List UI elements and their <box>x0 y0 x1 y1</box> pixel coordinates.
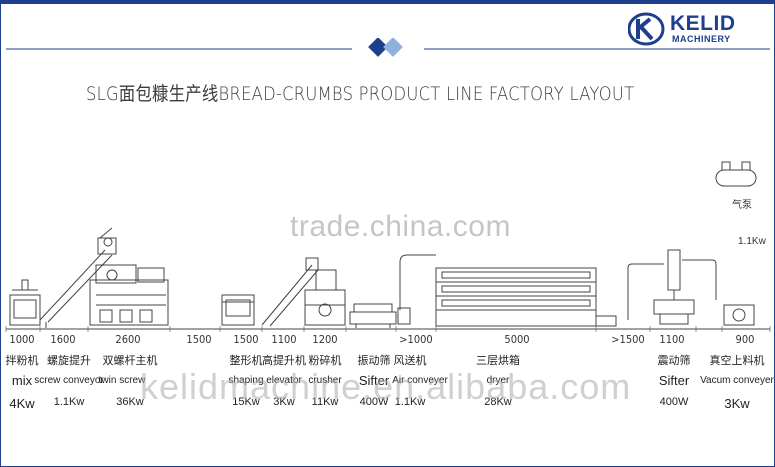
header-divider <box>6 38 770 57</box>
machine-power-label: 4Kw <box>9 396 35 411</box>
machine-cn-label: 整形机 <box>229 355 263 367</box>
vibrating-sifter-drawing <box>653 249 695 325</box>
machine-power-label: 1.1Kw <box>394 396 426 408</box>
machine-en-label: crusher <box>308 375 342 386</box>
machine-power-label: 15Kw <box>232 396 260 408</box>
air-conveyer-drawing <box>397 254 436 325</box>
elevator-drawing <box>261 257 319 327</box>
machine-cn-label: 振动筛 <box>357 355 391 367</box>
brand-k-icon <box>628 12 665 46</box>
machine-en-label: Sifter <box>658 373 690 388</box>
dimension-label: >1000 <box>399 333 433 346</box>
machine-cn-label: 双螺杆主机 <box>102 355 158 367</box>
machine-power-label: 3Kw <box>273 396 295 408</box>
machine-power-label: 3Kw <box>724 396 750 411</box>
dimension-label: 1600 <box>50 333 76 346</box>
vacuum-conveyer-drawing <box>723 304 755 326</box>
machine-en-label: dryer <box>486 375 510 386</box>
machine-power-label: 1.1Kw <box>53 396 85 408</box>
machine-cn-label: 震动筛 <box>657 355 691 367</box>
machine-en-label: Sifter <box>358 373 390 388</box>
machine-en-label: shaping <box>228 375 264 386</box>
machine-cn-label: 真空上料机 <box>709 355 765 367</box>
machine-cn-label: 拌粉机 <box>5 355 39 367</box>
machine-cn-label: 三层烘箱 <box>476 355 520 367</box>
shaper-drawing <box>221 294 255 326</box>
pipe-drawing <box>627 259 717 320</box>
machine-cn-label: 粉碎机 <box>308 355 342 367</box>
brand-name: KELID <box>670 12 736 35</box>
page-title: SLG面包糠生产线BREAD-CRUMBS PRODUCT LINE FACTO… <box>86 83 635 105</box>
machine-power-label: 28Kw <box>484 396 512 408</box>
sifter-drawing <box>349 303 397 328</box>
dimension-label: 900 <box>735 333 755 346</box>
machine-en-label: Vacum conveyer <box>700 375 774 386</box>
machine-en-label: mix <box>11 373 33 388</box>
mixer-drawing <box>9 279 41 326</box>
machine-en-label: twin screw <box>98 375 146 386</box>
dimension-label: 2600 <box>115 333 141 346</box>
dimension-label: 1100 <box>659 333 685 346</box>
screw-conveyor-drawing <box>39 227 117 328</box>
machine-power-label: 400W <box>359 396 389 408</box>
brand-logo: KELID MACHINERY <box>628 10 768 46</box>
factory-layout-drawing <box>5 161 771 332</box>
machine-en-label: Air conveyer <box>392 375 448 386</box>
brand-subtitle: MACHINERY <box>672 34 731 44</box>
machine-cn-label: 高提升机 <box>262 355 306 367</box>
air-pump-drawing <box>715 161 757 187</box>
dimension-label: 1200 <box>312 333 338 346</box>
top-band <box>0 0 775 4</box>
dimension-label: 1000 <box>9 333 35 346</box>
machine-power-label: 36Kw <box>116 396 144 408</box>
air-pump-label: 气泵 <box>732 200 752 211</box>
air-pump-power: 1.1Kw <box>738 236 766 247</box>
extruder-drawing <box>89 264 169 326</box>
dimension-label: 1500 <box>186 333 212 346</box>
machine-cn-label: 风送机 <box>393 355 427 367</box>
dimension-label: >1500 <box>611 333 645 346</box>
machine-cn-label: 螺旋提升 <box>47 355 91 367</box>
machine-en-label: screw conveyor <box>34 375 104 386</box>
machine-power-label: 11Kw <box>311 396 339 408</box>
dimension-label: 5000 <box>504 333 530 346</box>
crusher-drawing <box>304 269 346 326</box>
dryer-drawing <box>435 267 617 327</box>
dimension-label: 1100 <box>271 333 297 346</box>
machine-en-label: elevator <box>266 375 302 386</box>
machine-power-label: 400W <box>659 396 689 408</box>
dimension-label: 1500 <box>233 333 259 346</box>
